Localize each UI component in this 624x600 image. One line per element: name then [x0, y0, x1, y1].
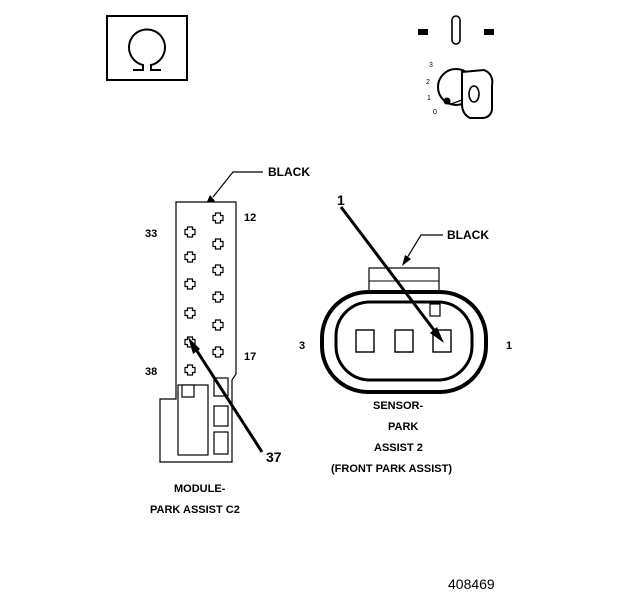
- pin-cavity: [184, 307, 196, 319]
- ignition-key-icon: [437, 68, 494, 119]
- module-color-label: BLACK: [268, 165, 310, 179]
- ignition-indicator-icon: [418, 15, 494, 45]
- sensor-caption-line2: PARK: [388, 421, 419, 433]
- module-caption-line1: MODULE-: [174, 483, 226, 495]
- key-position-0: 0: [433, 109, 437, 116]
- sensor-color-label: BLACK: [447, 228, 489, 242]
- pin-cavity: [184, 251, 196, 263]
- module-pin-label-38: 38: [145, 366, 158, 378]
- module-color-arrow: [205, 171, 263, 206]
- module-connector-body: [159, 201, 237, 463]
- pin-cavity: [184, 364, 196, 376]
- sensor-pin1-leader: [339, 206, 444, 343]
- module-pin-label-33: 33: [145, 228, 158, 240]
- pin-cavity: [212, 238, 224, 250]
- key-position-3: 3: [429, 62, 433, 69]
- sensor-caption-line4: (FRONT PARK ASSIST): [331, 463, 452, 475]
- figure-number: 408469: [448, 576, 495, 592]
- sensor-connector-body: [320, 267, 488, 394]
- sensor-pin-label-3: 3: [299, 340, 306, 352]
- pin-cavity: [212, 319, 224, 331]
- omega-symbol-box: [106, 15, 188, 81]
- sensor-color-arrow: [402, 234, 443, 266]
- module-pin-label-37: 37: [266, 449, 282, 465]
- pin37-leader: [188, 337, 264, 453]
- pin-cavity: [212, 264, 224, 276]
- pin-cavity: [184, 226, 196, 238]
- key-position-1: 1: [427, 95, 431, 102]
- module-pin-cavities: [184, 212, 224, 376]
- module-pin-label-17: 17: [244, 351, 257, 363]
- sensor-pin-label-1: 1: [506, 340, 513, 352]
- pin-cavity: [212, 212, 224, 224]
- pin-cavity: [212, 291, 224, 303]
- sensor-caption-line3: ASSIST 2: [374, 442, 423, 454]
- module-caption-line2: PARK ASSIST C2: [150, 504, 240, 516]
- sensor-pin-label-leader-1: 1: [337, 192, 345, 208]
- pin-cavity: [212, 346, 224, 358]
- key-position-2: 2: [426, 79, 430, 86]
- pin-cavity: [184, 278, 196, 290]
- module-pin-label-12: 12: [244, 212, 257, 224]
- sensor-caption-line1: SENSOR-: [373, 400, 424, 412]
